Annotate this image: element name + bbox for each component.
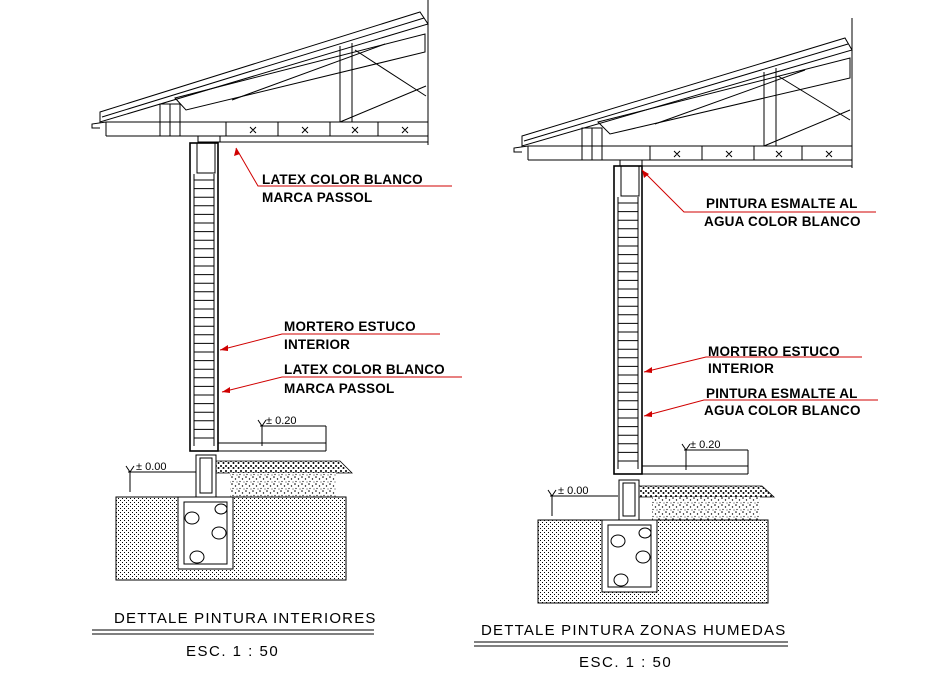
svg-text:LATEX COLOR BLANCO: LATEX COLOR BLANCO [262,172,423,187]
detail-scale: ESC. 1 : 50 [579,654,672,671]
level-floor-text: ± 0.20 [690,439,721,451]
foundation [537,479,776,604]
detail-title: DETTALE PINTURA ZONAS HUMEDAS [481,622,786,639]
level-ground-text: ± 0.00 [136,461,167,473]
level-mark-floor: ± 0.20 [681,439,748,470]
annotation-wall-paint: PINTURA ESMALTE AL AGUA COLOR BLANCO [643,386,878,418]
brick-wall [613,165,749,475]
svg-text:PINTURA ESMALTE AL: PINTURA ESMALTE AL [706,196,858,211]
roof-section [91,0,429,145]
level-mark-ground: ± 0.00 [125,461,196,492]
level-mark-floor: ± 0.20 [257,415,326,446]
detail-title-block: DETTALE PINTURA INTERIORES ESC. 1 : 50 [92,610,377,660]
annotation-ceiling: PINTURA ESMALTE AL AGUA COLOR BLANCO [641,169,876,229]
brick-courses [617,197,639,469]
annotation-mortar: MORTERO ESTUCO INTERIOR [219,319,440,352]
detail-zonas-humedas: ± 0.20 ± 0.00 PINTURA ESMALTE AL AGUA CO… [474,18,878,671]
svg-text:MARCA PASSOL: MARCA PASSOL [262,190,372,205]
detail-title: DETTALE PINTURA INTERIORES [114,610,377,627]
svg-text:MORTERO ESTUCO: MORTERO ESTUCO [708,344,840,359]
svg-text:AGUA COLOR BLANCO: AGUA COLOR BLANCO [704,403,861,418]
level-ground-text: ± 0.00 [558,485,589,497]
svg-text:MARCA PASSOL: MARCA PASSOL [284,381,394,396]
detail-title-block: DETTALE PINTURA ZONAS HUMEDAS ESC. 1 : 5… [474,622,788,671]
ceiling-joists [649,146,833,160]
annotation-wall-paint: LATEX COLOR BLANCO MARCA PASSOL [221,362,462,396]
annotation-mortar: MORTERO ESTUCO INTERIOR [643,344,862,376]
level-floor-text: ± 0.20 [266,415,297,427]
svg-text:INTERIOR: INTERIOR [708,361,774,376]
svg-text:MORTERO ESTUCO: MORTERO ESTUCO [284,319,416,334]
svg-text:LATEX COLOR BLANCO: LATEX COLOR BLANCO [284,362,445,377]
svg-text:INTERIOR: INTERIOR [284,337,350,352]
detail-interiores: ± 0.20 ± 0.00 LATEX COLOR BLANCO MARCA P… [91,0,462,660]
detail-scale: ESC. 1 : 50 [186,643,279,660]
svg-text:PINTURA ESMALTE AL: PINTURA ESMALTE AL [706,386,858,401]
annotation-ceiling: LATEX COLOR BLANCO MARCA PASSOL [234,147,452,205]
roof-section [513,18,853,168]
foundation [115,454,353,581]
svg-text:AGUA COLOR BLANCO: AGUA COLOR BLANCO [704,214,861,229]
brick-courses [193,174,215,446]
brick-wall [189,142,327,452]
level-mark-ground: ± 0.00 [547,485,618,516]
ceiling-joists [225,122,409,136]
